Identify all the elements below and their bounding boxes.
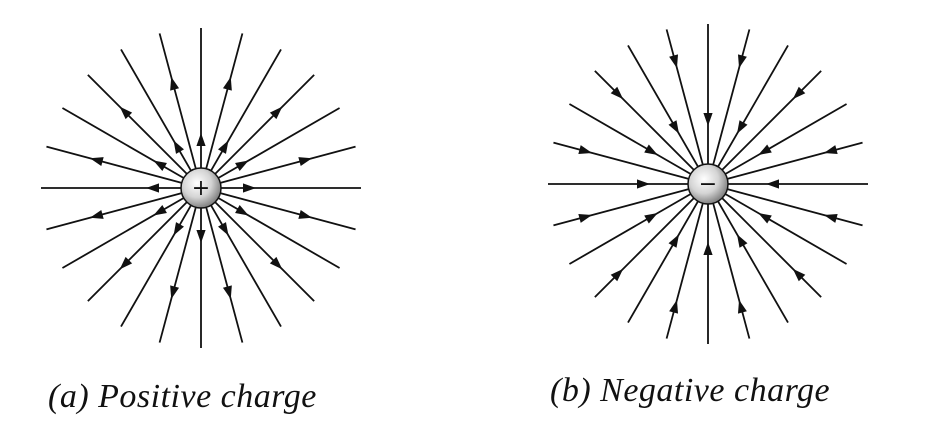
field-line bbox=[627, 200, 699, 324]
field-arrowhead bbox=[792, 268, 806, 282]
field-line bbox=[724, 103, 848, 175]
field-arrowhead bbox=[218, 140, 229, 154]
field-line bbox=[594, 197, 695, 298]
field-arrowhead bbox=[766, 179, 779, 189]
field-arrowhead bbox=[235, 160, 249, 171]
field-arrowhead bbox=[644, 144, 658, 155]
field-arrowhead bbox=[644, 213, 658, 224]
field-arrowhead bbox=[222, 285, 232, 300]
field-line bbox=[721, 197, 822, 298]
field-line bbox=[214, 74, 315, 175]
field-arrowhead bbox=[119, 256, 133, 270]
field-arrowhead bbox=[298, 157, 313, 167]
field-arrowhead bbox=[668, 234, 679, 248]
field-arrowhead bbox=[758, 144, 772, 155]
positive-charge-sphere bbox=[180, 167, 222, 209]
field-line bbox=[594, 70, 695, 171]
field-arrowhead bbox=[146, 183, 159, 193]
field-arrowhead bbox=[668, 120, 679, 134]
field-line bbox=[665, 29, 704, 165]
field-line bbox=[46, 192, 182, 231]
field-arrowhead bbox=[89, 157, 104, 167]
field-arrowhead bbox=[737, 234, 748, 248]
field-arrowhead bbox=[173, 222, 184, 236]
caption-negative-charge: (b) Negative charge bbox=[550, 372, 831, 409]
field-arrowhead bbox=[703, 242, 713, 255]
field-line bbox=[717, 200, 789, 324]
field-arrowhead bbox=[823, 213, 838, 223]
field-arrowhead bbox=[703, 113, 713, 126]
field-arrowhead bbox=[170, 285, 180, 300]
field-arrowhead bbox=[269, 106, 283, 120]
field-line bbox=[87, 74, 188, 175]
field-arrowhead bbox=[269, 256, 283, 270]
plus-sign: + bbox=[192, 176, 210, 201]
field-line bbox=[724, 193, 848, 265]
field-arrowhead bbox=[153, 205, 167, 216]
positive-charge-diagram: + bbox=[41, 28, 361, 348]
field-line bbox=[721, 70, 822, 171]
field-line bbox=[158, 33, 197, 169]
field-line bbox=[717, 44, 789, 168]
caption-positive-charge: (a) Positive charge bbox=[48, 378, 317, 415]
field-arrowhead bbox=[153, 160, 167, 171]
field-line bbox=[712, 203, 751, 339]
field-arrowhead bbox=[222, 76, 232, 91]
field-arrowhead bbox=[669, 54, 679, 69]
field-line bbox=[220, 145, 356, 184]
field-line bbox=[568, 103, 692, 175]
field-arrowhead bbox=[792, 86, 806, 100]
field-arrowhead bbox=[737, 120, 748, 134]
field-arrowhead bbox=[235, 205, 249, 216]
field-arrowhead bbox=[173, 140, 184, 154]
field-line bbox=[205, 207, 244, 343]
field-line bbox=[87, 201, 188, 302]
field-arrowhead bbox=[119, 106, 133, 120]
field-arrowhead bbox=[196, 133, 206, 146]
field-arrowhead bbox=[243, 183, 256, 193]
field-line bbox=[627, 44, 699, 168]
field-line bbox=[727, 188, 863, 227]
field-arrowhead bbox=[823, 145, 838, 155]
field-line bbox=[553, 188, 689, 227]
field-line bbox=[727, 141, 863, 180]
field-arrowhead bbox=[669, 299, 679, 314]
minus-sign: − bbox=[699, 172, 717, 197]
field-line bbox=[158, 207, 197, 343]
field-line bbox=[205, 33, 244, 169]
field-line bbox=[214, 201, 315, 302]
field-arrowhead bbox=[170, 76, 180, 91]
field-arrowhead bbox=[578, 213, 593, 223]
field-arrowhead bbox=[196, 230, 206, 243]
field-arrowhead bbox=[578, 145, 593, 155]
field-arrowhead bbox=[298, 209, 313, 219]
field-arrowhead bbox=[737, 299, 747, 314]
field-line bbox=[220, 192, 356, 231]
field-arrowhead bbox=[610, 268, 624, 282]
field-arrowhead bbox=[637, 179, 650, 189]
field-line bbox=[665, 203, 704, 339]
field-line bbox=[712, 29, 751, 165]
field-line bbox=[46, 145, 182, 184]
field-arrowhead bbox=[737, 54, 747, 69]
field-arrowhead bbox=[218, 222, 229, 236]
field-line bbox=[553, 141, 689, 180]
field-arrowhead bbox=[610, 86, 624, 100]
field-arrowhead bbox=[89, 209, 104, 219]
negative-charge-diagram: − bbox=[548, 24, 868, 344]
field-line bbox=[568, 193, 692, 265]
negative-charge-sphere bbox=[687, 163, 729, 205]
field-arrowhead bbox=[758, 213, 772, 224]
